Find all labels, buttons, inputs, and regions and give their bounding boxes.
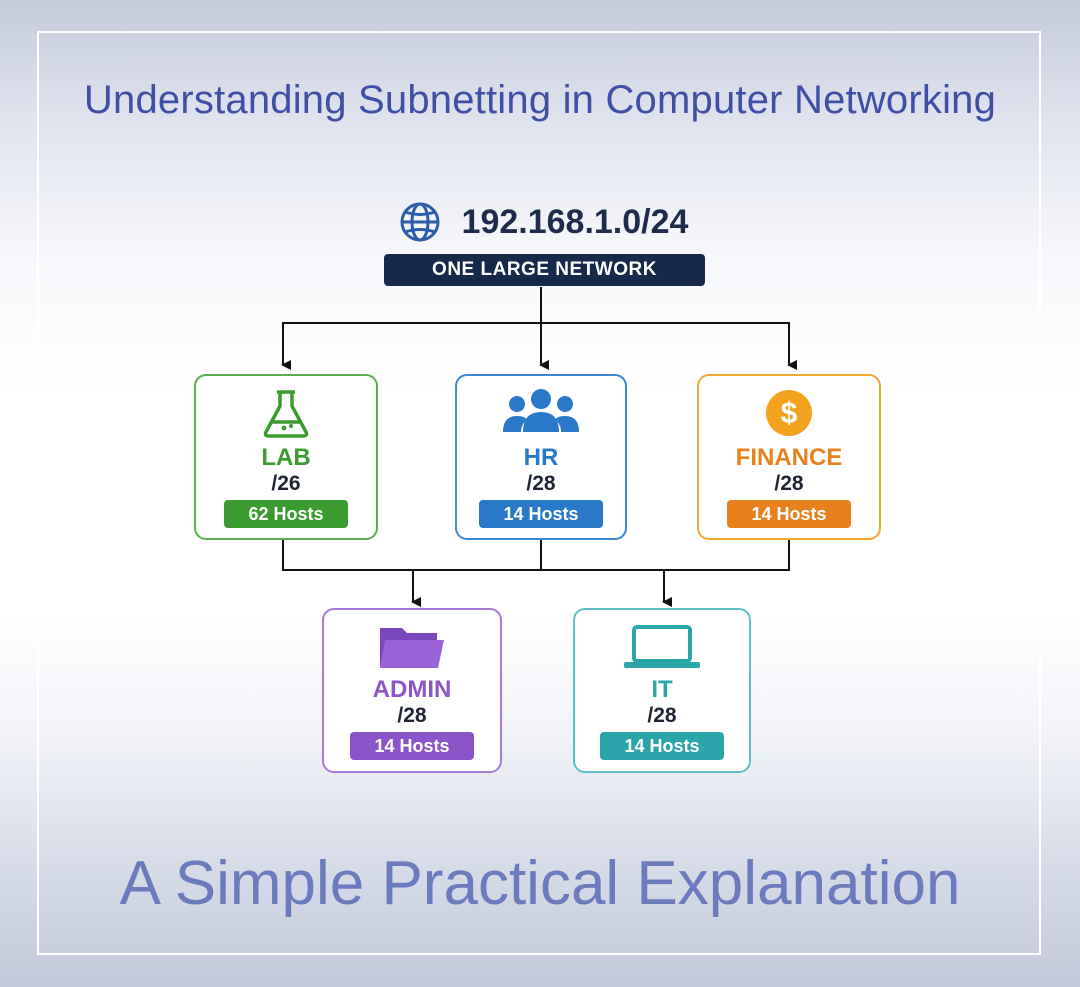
hosts-badge: 14 Hosts — [350, 732, 474, 760]
subnet-name: FINANCE — [735, 444, 843, 471]
subnet-name: LAB — [261, 444, 311, 471]
root-label-badge: ONE LARGE NETWORK — [384, 254, 705, 286]
page-subtitle: A Simple Practical Explanation — [119, 849, 961, 918]
subnet-name: IT — [651, 676, 673, 703]
svg-text:$: $ — [781, 397, 798, 430]
subnet-card-hr: HR /28 14 Hosts — [455, 374, 627, 540]
laptop-icon — [624, 625, 700, 668]
subnet-name: HR — [523, 444, 559, 471]
hosts-badge: 14 Hosts — [600, 732, 724, 760]
subnet-prefix: /28 — [397, 704, 427, 727]
frame-border — [37, 31, 1041, 955]
hosts-badge: 14 Hosts — [479, 500, 603, 528]
root-network: 192.168.1.0/24 — [0, 200, 1080, 249]
subnet-name: ADMIN — [372, 676, 452, 703]
subnet-prefix: /28 — [647, 704, 677, 727]
subnet-card-lab: LAB /26 62 Hosts — [194, 374, 378, 540]
hosts-badge: 14 Hosts — [727, 500, 851, 528]
globe-icon — [400, 202, 440, 242]
subnet-prefix: /26 — [271, 472, 301, 495]
flask-icon — [263, 390, 309, 438]
folder-icon — [380, 628, 444, 668]
subnet-prefix: /28 — [774, 472, 804, 495]
dollar-icon: $ — [766, 390, 812, 436]
hosts-badge: 62 Hosts — [224, 500, 348, 528]
people-icon — [503, 389, 579, 432]
subnet-card-it: IT /28 14 Hosts — [573, 608, 751, 773]
page-title: Understanding Subnetting in Computer Net… — [83, 78, 997, 122]
subnet-card-finance: $ FINANCE /28 14 Hosts — [697, 374, 881, 540]
root-address: 192.168.1.0/24 — [461, 202, 689, 241]
subnet-prefix: /28 — [526, 472, 556, 495]
subnet-card-admin: ADMIN /28 14 Hosts — [322, 608, 502, 773]
